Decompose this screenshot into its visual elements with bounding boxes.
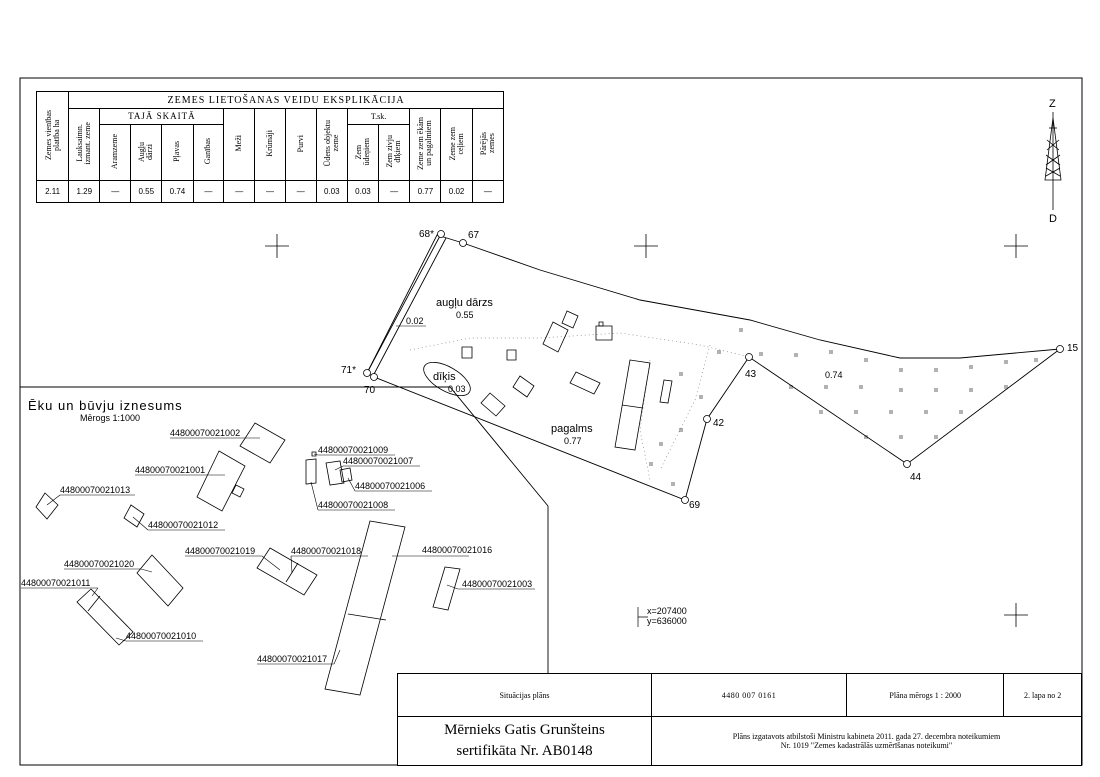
value-cell: — — [223, 180, 256, 203]
yard-area: 0.77 — [564, 436, 582, 446]
inset-scale: Mērogs 1:1000 — [80, 413, 140, 423]
building-label: 44800070021002 — [170, 428, 240, 438]
point-label: 42 — [713, 418, 725, 429]
sheet-number: 2. lapa no 2 — [1003, 673, 1082, 717]
point-label: 71* — [341, 365, 356, 376]
meadow-hatching — [649, 328, 1038, 486]
value-cell: — — [254, 180, 286, 203]
value-cell: 1.29 — [68, 180, 101, 203]
yard-label: pagalms — [551, 423, 593, 435]
building-label: 44800070021006 — [355, 481, 425, 491]
building-label: 44800070021008 — [318, 500, 388, 510]
surveyor-cell: Mērnieks Gatis Grunšteins sertifikāta Nr… — [397, 716, 652, 766]
value-cell: — — [99, 180, 132, 203]
value-cell: — — [378, 180, 411, 203]
plan-scale: Plāna mērogs 1 : 2000 — [846, 673, 1005, 717]
land-use-borders — [409, 332, 750, 481]
road-area: 0.02 — [406, 316, 424, 326]
building-label: 44800070021001 — [135, 465, 205, 475]
building-label: 44800070021016 — [422, 545, 492, 555]
point-label: 70 — [364, 385, 376, 396]
subtitle-header: TAJĀ SKAITĀ — [99, 108, 225, 125]
inset-labels: 44800070021002 44800070021001 4480007002… — [21, 428, 532, 664]
area-header: Zemes vienības platība ha — [35, 91, 70, 181]
north-arrow-icon — [1044, 112, 1062, 210]
col-zem-ekam: Zeme zem ēkām un pagalmiem — [409, 108, 442, 181]
coordinate-marker: x=207400 y=636000 — [637, 606, 687, 627]
cadastre-number: 4480 007 0161 — [650, 673, 848, 717]
value-cell: 2.11 — [35, 180, 70, 203]
col-ganibas: Ganības — [192, 124, 225, 181]
col-auglu-darzi: Augļu dārzi — [130, 124, 163, 181]
title-block: Situācijas plāns 4480 007 0161 Plāna mēr… — [397, 673, 1083, 766]
pond-area: 0.03 — [448, 384, 466, 394]
note-line-2: Nr. 1019 "Zemes kadastrālās uzmērīšanas … — [780, 741, 953, 750]
col-mezi: Meži — [223, 108, 256, 181]
point-label: 68* — [419, 229, 434, 240]
col-krumaji: Krūmāji — [254, 108, 286, 181]
garden-area: 0.55 — [456, 310, 474, 320]
building-label: 44800070021013 — [60, 485, 130, 495]
col-paresjas: Pārējās zemes — [471, 108, 505, 181]
note-line-1: Plāns izgatavots atbilstoši Ministru kab… — [732, 732, 1001, 741]
col-zem-udeniem: Zem ūdeņiem — [346, 124, 380, 181]
col-zivju-diki: Zem zivju dīķiem — [378, 124, 411, 181]
value-cell: — — [471, 180, 505, 203]
building-label: 44800070021018 — [291, 546, 361, 556]
surveyor-name: Mērnieks Gatis Grunšteins — [444, 722, 605, 738]
col-zem-celiem: Zeme zem ceļiem — [440, 108, 473, 181]
col-aramzeme: Aramzeme — [99, 124, 132, 181]
building-label: 44800070021020 — [64, 559, 134, 569]
value-cell: 0.02 — [440, 180, 473, 203]
parcel-boundary — [366, 233, 1061, 501]
regulation-note: Plāns izgatavots atbilstoši Ministru kab… — [650, 716, 1083, 766]
building-label: 44800070021017 — [257, 654, 327, 664]
north-label: Z — [1049, 98, 1056, 110]
building-label: 44800070021007 — [343, 456, 413, 466]
coord-y: y=636000 — [647, 616, 687, 626]
coord-x: x=207400 — [647, 606, 687, 616]
grid-crosses — [265, 234, 1028, 627]
land-use-explication-table: Zemes vienības platība ha ZEMES LIETOŠAN… — [35, 91, 505, 203]
value-cell: 0.77 — [409, 180, 442, 203]
value-cell: 0.03 — [315, 180, 348, 203]
point-label: 69 — [689, 500, 701, 511]
value-cell: 0.55 — [130, 180, 163, 203]
garden-label: augļu dārzs — [436, 297, 493, 309]
building-label: 44800070021012 — [148, 520, 218, 530]
agri-header: Lauksaimn. izmant. zeme — [68, 108, 101, 181]
col-plavas: Pļavas — [161, 124, 194, 181]
col-udens: Ūdens objektu zeme — [315, 108, 348, 181]
pond-label: dīķis — [433, 371, 456, 383]
point-label: 67 — [468, 230, 480, 241]
explication-title: ZEMES LIETOŠANAS VEIDU EKSPLIKĀCIJA — [68, 91, 504, 109]
plan-title: Situācijas plāns — [397, 673, 652, 717]
value-cell: — — [284, 180, 317, 203]
boundary-points — [363, 230, 1064, 504]
tsk-header: T.sk. — [346, 108, 411, 125]
building-label: 44800070021011 — [21, 578, 90, 588]
building-label: 44800070021009 — [318, 445, 388, 455]
value-cell: 0.74 — [161, 180, 194, 203]
building-label: 44800070021019 — [185, 546, 255, 556]
south-label: D — [1049, 213, 1057, 225]
meadow-area: 0.74 — [825, 370, 843, 380]
value-cell: — — [192, 180, 225, 203]
point-label: 43 — [745, 369, 757, 380]
parcel-buildings — [423, 310, 673, 451]
point-labels: 68* 67 15 43 44 42 69 70 71* — [341, 229, 1079, 511]
building-label: 44800070021003 — [462, 579, 532, 589]
inset-title: Ēku un būvju iznesums — [28, 398, 183, 413]
point-label: 15 — [1067, 343, 1079, 354]
col-purvi: Purvi — [284, 108, 317, 181]
certificate-number: sertifikāta Nr. AB0148 — [456, 743, 593, 759]
inset-leaders — [21, 437, 535, 665]
inset-border — [20, 386, 549, 673]
value-cell: 0.03 — [346, 180, 380, 203]
point-label: 44 — [910, 472, 922, 483]
building-label: 44800070021010 — [126, 631, 196, 641]
